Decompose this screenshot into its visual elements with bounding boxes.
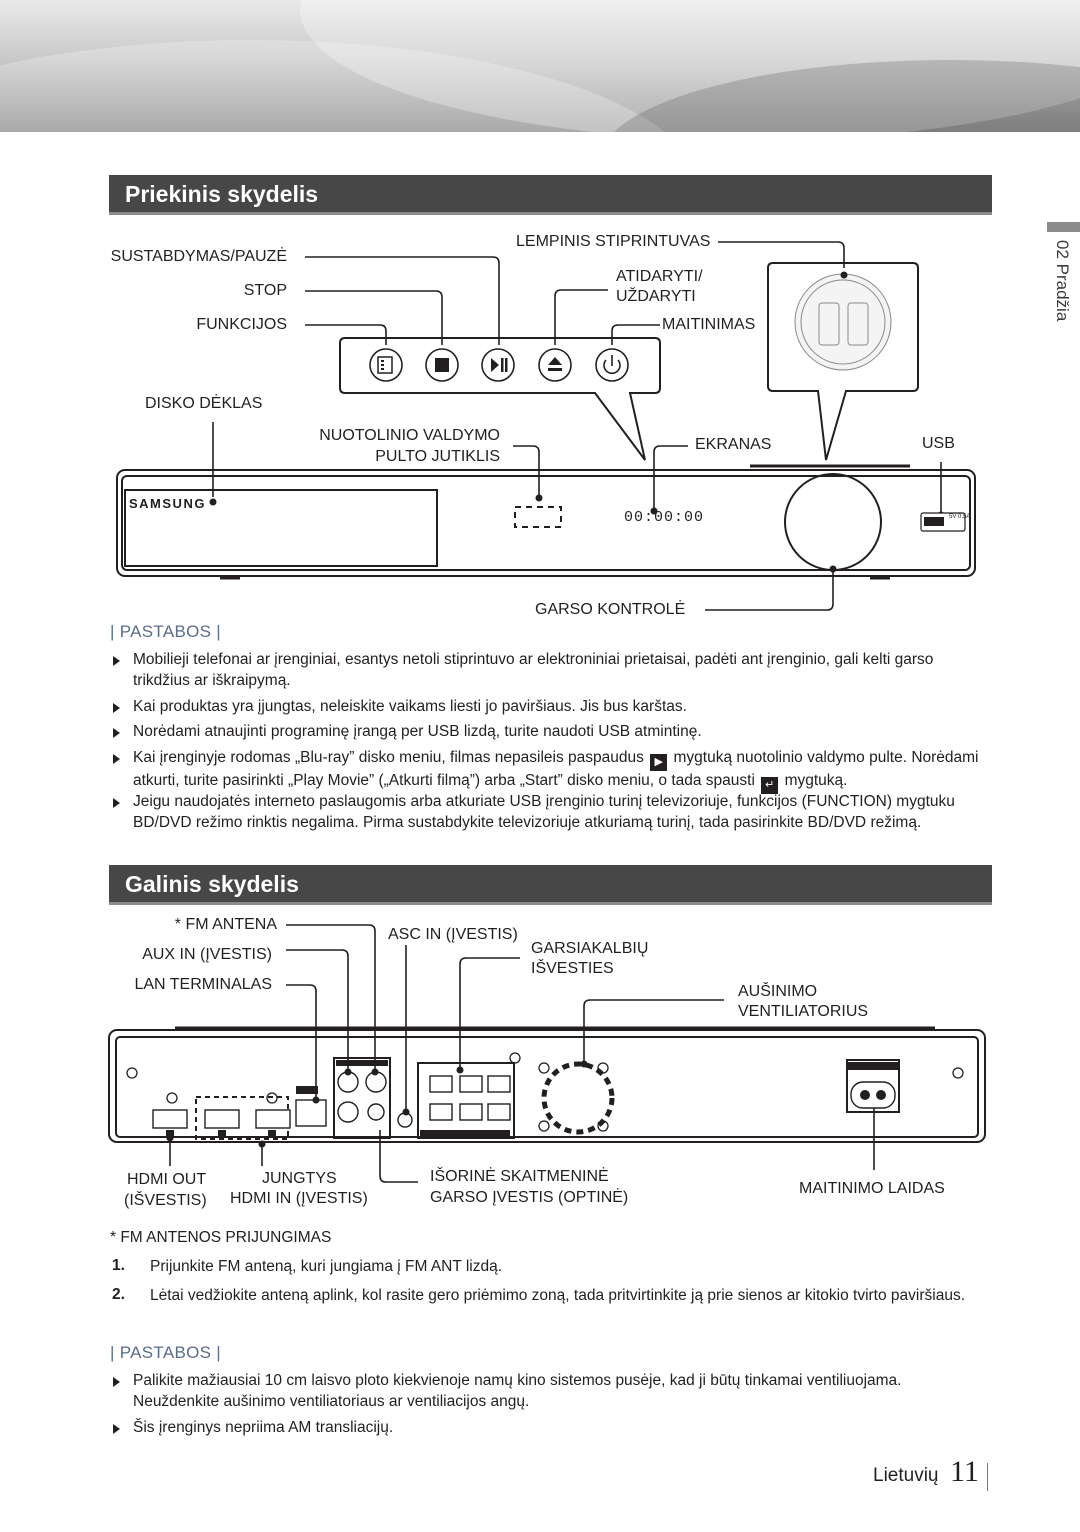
usb-rating: 5V 0.5A <box>949 514 971 520</box>
note-text: režimo rinktis negalima. Pirma sustabdyk… <box>195 813 804 831</box>
note-item: Kai įrenginyje rodomas „Blu-ray” disko m… <box>133 748 983 794</box>
note-bullet <box>113 703 120 713</box>
label-power: MAITINIMAS <box>662 316 756 333</box>
note-text: Kai įrenginyje rodomas „Blu-ray” disko m… <box>133 749 644 766</box>
label-speaker-out-1: GARSIAKALBIŲ <box>531 940 649 957</box>
label-pause: SUSTABDYMAS/PAUZĖ <box>110 248 287 265</box>
note-bullet <box>113 728 120 738</box>
label-lan: LAN TERMINALAS <box>134 976 272 993</box>
label-cooling-fan-1: AUŠINIMO <box>738 983 818 1000</box>
note-item: Jeigu naudojatės interneto paslaugomis a… <box>133 792 983 833</box>
note-item: Šis įrenginys nepriima AM transliacijų. <box>133 1419 394 1436</box>
chapter-tab-marker <box>1047 222 1080 232</box>
step-text: Prijunkite FM anteną, kuri jungiama į FM… <box>150 1258 503 1275</box>
note-bullet <box>113 754 120 764</box>
note-text: mygtuką nuotolinio valdymo pulte. Norėda… <box>133 749 979 789</box>
label-open-close-2: UŽDARYTI <box>616 288 696 305</box>
footer-divider <box>987 1463 988 1491</box>
label-optical-2: GARSO ĮVESTIS (OPTINĖ) <box>430 1189 629 1206</box>
step-number: 1. <box>112 1257 125 1274</box>
step-number: 2. <box>112 1286 125 1303</box>
note-item: Mobilieji telefonai ar įrenginiai, esant… <box>133 651 934 689</box>
note-bullet <box>113 1377 120 1387</box>
label-volume: GARSO KONTROLĖ <box>535 601 686 618</box>
bd-dvd-key: BD/DVD <box>133 813 192 831</box>
note-text: ) mygtuku <box>886 793 955 810</box>
label-fm-antenna: * FM ANTENA <box>174 916 277 933</box>
step-text: Lėtai vedžiokite anteną aplink, kol rasi… <box>150 1287 965 1304</box>
note-bullet <box>113 798 120 808</box>
enter-icon: ↵ <box>761 777 779 794</box>
label-tube-amp: LEMPINIS STIPRINTUVAS <box>516 233 711 250</box>
rear-panel-title: Galinis skydelis <box>125 871 299 897</box>
chapter-tab: 02 Pradžia <box>1034 240 1080 360</box>
note-item: Kai produktas yra įjungtas, neleiskite v… <box>133 698 687 715</box>
label-disc-tray: DISKO DĖKLAS <box>145 395 263 412</box>
footer-language: Lietuvių <box>873 1465 939 1486</box>
label-open-close-1: ATIDARYTI/ <box>616 268 703 285</box>
header-banner <box>0 0 1080 132</box>
label-remote-sensor-1: NUOTOLINIO VALDYMO <box>319 427 500 444</box>
label-remote-sensor-2: PULTO JUTIKLIS <box>375 448 500 465</box>
fm-heading: * FM ANTENOS PRIJUNGIMAS <box>110 1229 332 1246</box>
label-function: FUNKCIJOS <box>196 316 287 333</box>
function-key: FUNCTION <box>806 793 887 810</box>
label-speaker-out-2: IŠVESTIES <box>531 960 614 977</box>
note-bullet <box>113 656 120 666</box>
label-usb: USB <box>922 435 955 452</box>
front-panel-heading: Priekinis skydelis <box>109 175 992 215</box>
bd-dvd-key: BD/DVD <box>807 813 867 831</box>
notes-heading: | PASTABOS | <box>110 622 221 641</box>
brand-logo: SAMSUNG <box>129 496 206 511</box>
display-readout: 00:00:00 <box>624 509 705 526</box>
label-asc-in: ASC IN (ĮVESTIS) <box>388 926 518 943</box>
notes-heading: | PASTABOS | <box>110 1343 221 1362</box>
rear-panel-heading: Galinis skydelis <box>109 865 992 905</box>
label-hdmi-in-1: JUNGTYS <box>262 1170 337 1187</box>
label-hdmi-out-1: HDMI OUT <box>127 1171 207 1188</box>
note-item: Palikite mažiausiai 10 cm laisvo ploto k… <box>133 1372 902 1410</box>
label-stop: STOP <box>243 282 287 299</box>
page-number: 11 <box>950 1455 979 1488</box>
front-panel-title: Priekinis skydelis <box>125 181 319 207</box>
chapter-label: 02 Pradžia <box>1053 240 1072 322</box>
note-item: Norėdami atnaujinti programinę įrangą pe… <box>133 723 702 740</box>
label-cooling-fan-2: VENTILIATORIUS <box>738 1003 869 1020</box>
label-power-cord: MAITINIMO LAIDAS <box>799 1180 945 1197</box>
note-text: mygtuką. <box>784 772 848 789</box>
play-icon: ▶ <box>650 754 668 771</box>
label-aux-in: AUX IN (ĮVESTIS) <box>142 946 272 963</box>
label-display: EKRANAS <box>695 436 772 453</box>
label-optical-1: IŠORINĖ SKAITMENINĖ <box>430 1168 609 1185</box>
note-text: Jeigu naudojatės interneto paslaugomis a… <box>133 793 807 810</box>
label-hdmi-in-2: HDMI IN (ĮVESTIS) <box>230 1190 368 1207</box>
label-hdmi-out-2: (IŠVESTIS) <box>124 1192 207 1209</box>
note-text: režimą. <box>870 813 922 831</box>
note-bullet <box>113 1424 120 1434</box>
